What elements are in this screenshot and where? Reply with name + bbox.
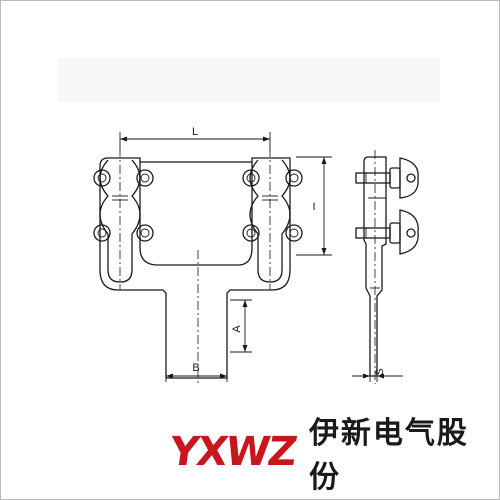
dimension-A: A — [230, 299, 252, 353]
side-bolt-lower-icon — [355, 209, 419, 255]
bolt-bottom-left-inner-icon — [136, 224, 154, 242]
dimension-I: I — [296, 156, 332, 256]
side-body — [363, 156, 387, 377]
right-jaw-lobes — [249, 159, 291, 283]
dimension-S: S — [352, 368, 403, 382]
side-bolt-upper-icon — [355, 157, 419, 199]
top-band — [58, 58, 440, 102]
dimension-label-A: A — [231, 325, 243, 333]
bolt-top-left-outer-icon — [93, 169, 111, 187]
bolt-top-right-outer-icon — [285, 169, 303, 187]
dimension-label-S: S — [374, 368, 386, 375]
dimension-label-I: I — [312, 201, 315, 213]
bolt-bottom-right-outer-icon — [285, 224, 303, 242]
clamp-body-outline — [99, 157, 291, 379]
side-view: S — [352, 150, 419, 384]
front-view — [93, 148, 303, 384]
bolt-bottom-right-inner-icon — [242, 224, 260, 242]
dimension-label-B: B — [192, 362, 199, 374]
clamp-inner-slot — [139, 162, 253, 266]
dimension-label-L: L — [192, 126, 198, 138]
bolt-top-left-inner-icon — [136, 169, 154, 187]
company-name: 伊新电气股份 — [308, 416, 469, 495]
dimension-B: B — [165, 362, 228, 382]
bolt-bottom-left-outer-icon — [93, 224, 111, 242]
dimension-L: L — [119, 126, 271, 152]
bolt-top-right-inner-icon — [242, 169, 260, 187]
footer-brand: YXWZ 伊新电气股份 — [166, 416, 500, 495]
brand-logo: YXWZ — [166, 429, 299, 475]
left-jaw-lobes — [99, 159, 141, 283]
